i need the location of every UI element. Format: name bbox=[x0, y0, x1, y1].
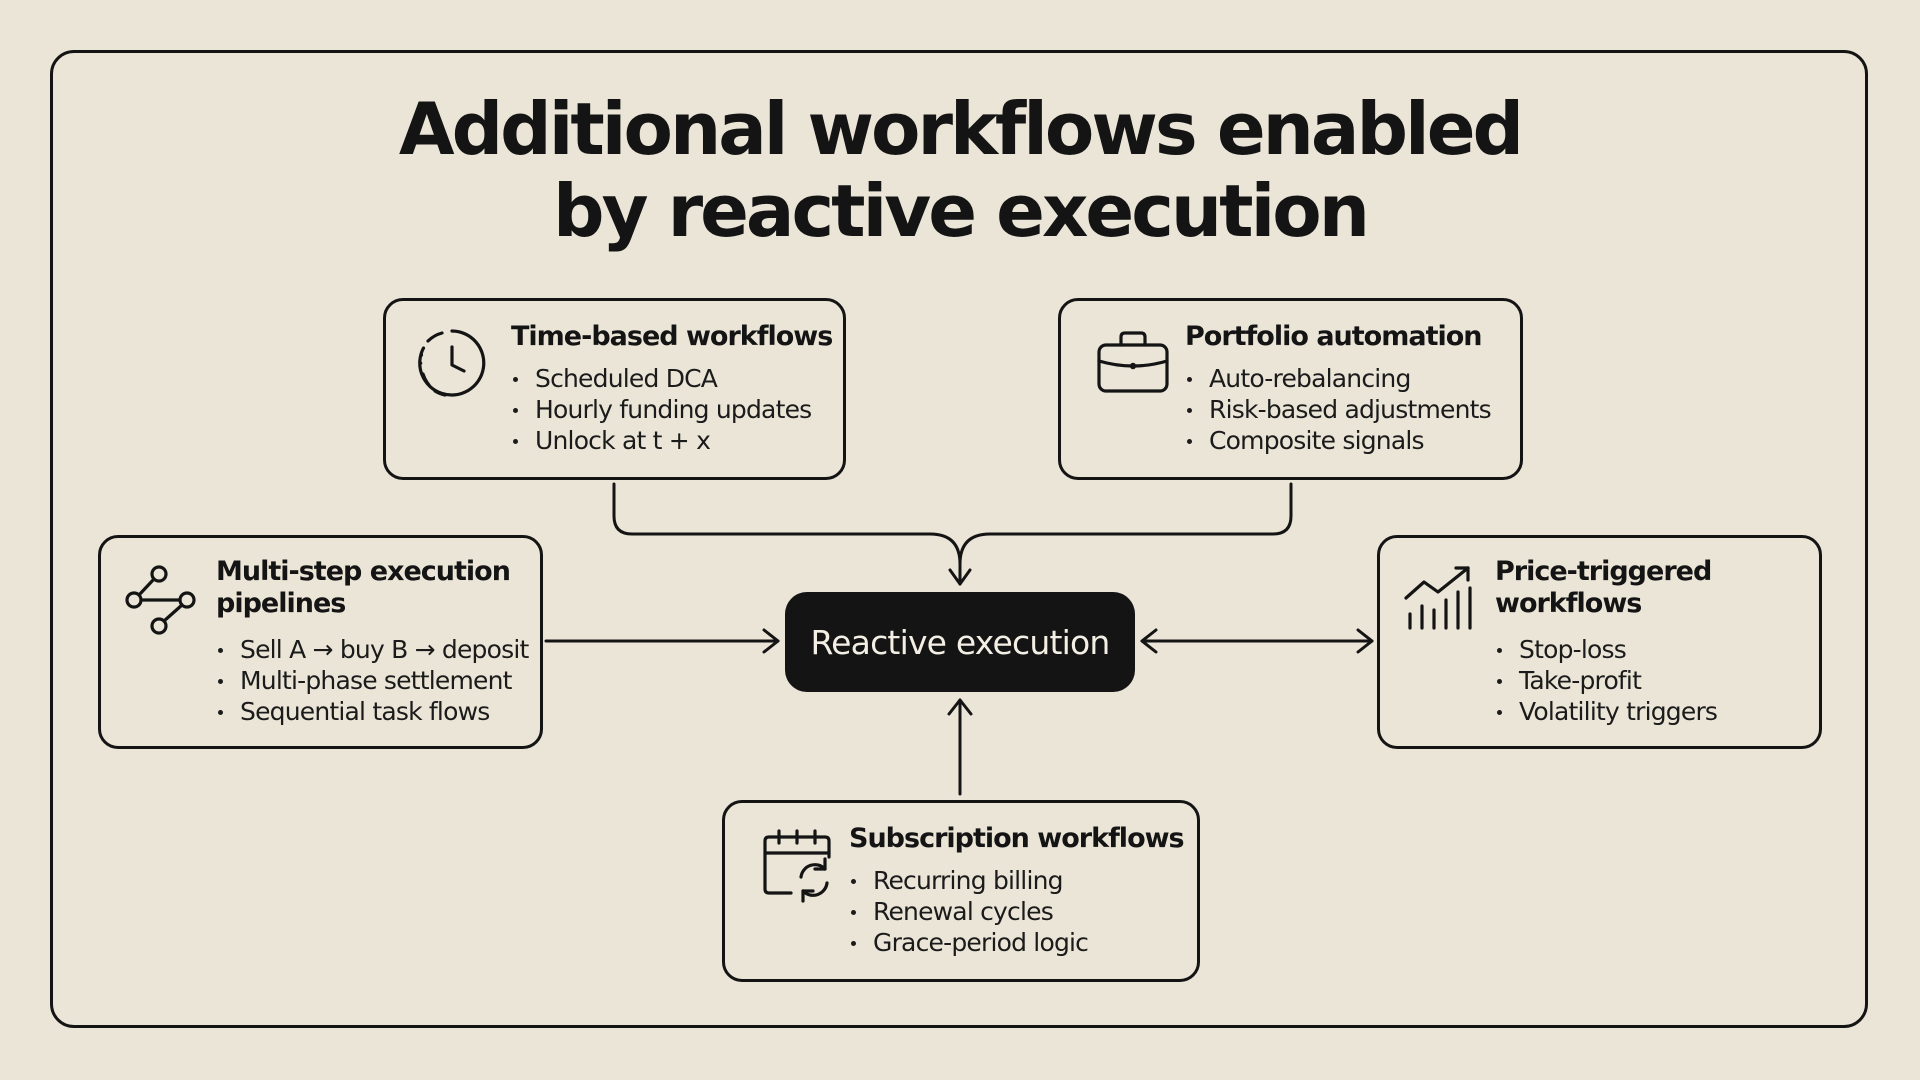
diagram-title: Additional workflows enabled by reactive… bbox=[0, 88, 1920, 252]
list-item: Unlock at t + x bbox=[511, 425, 811, 456]
title-line-1: Additional workflows enabled bbox=[398, 87, 1524, 171]
card-time-based: Time-based workflows Scheduled DCA Hourl… bbox=[383, 298, 846, 480]
card-title: Time-based workflows bbox=[511, 321, 833, 352]
list-item: Stop-loss bbox=[1495, 634, 1717, 665]
card-multi-step: Multi-step execution pipelines Sell A → … bbox=[98, 535, 543, 749]
list-item: Scheduled DCA bbox=[511, 363, 811, 394]
list-item: Auto-rebalancing bbox=[1185, 363, 1491, 394]
title-line-2: by reactive execution bbox=[553, 169, 1370, 253]
list-item: Risk-based adjustments bbox=[1185, 394, 1492, 425]
list-item: Take-profit bbox=[1495, 665, 1717, 696]
bullet-list: Recurring billing Renewal cycles Grace-p… bbox=[849, 865, 1089, 958]
list-item: Multi-phase settlement bbox=[216, 665, 528, 696]
reactive-execution-node: Reactive execution bbox=[785, 592, 1135, 692]
card-price-triggered: Price-triggered workflows Stop-loss Take… bbox=[1377, 535, 1822, 749]
card-portfolio-automation: Portfolio automation Auto-rebalancing Ri… bbox=[1058, 298, 1523, 480]
workflow-nodes-icon bbox=[123, 562, 199, 638]
bullet-list: Scheduled DCA Hourly funding updates Unl… bbox=[511, 363, 812, 456]
card-title: Price-triggered workflows bbox=[1495, 556, 1712, 620]
list-item: Composite signals bbox=[1185, 425, 1491, 456]
card-title-line-1: Price-triggered bbox=[1495, 556, 1712, 587]
list-item: Sequential task flows bbox=[216, 696, 528, 727]
list-item: Hourly funding updates bbox=[511, 394, 812, 425]
card-title-line-2: pipelines bbox=[216, 588, 346, 619]
bullet-list: Auto-rebalancing Risk-based adjustments … bbox=[1185, 363, 1492, 456]
bullet-list: Stop-loss Take-profit Volatility trigger… bbox=[1495, 634, 1718, 727]
calendar-refresh-icon bbox=[761, 827, 837, 903]
clock-icon bbox=[414, 325, 490, 401]
outer-frame bbox=[50, 50, 1868, 1028]
chart-trend-icon bbox=[1402, 562, 1478, 638]
list-item: Recurring billing bbox=[849, 865, 1088, 896]
card-title-line-1: Multi-step execution bbox=[216, 556, 511, 587]
card-title: Portfolio automation bbox=[1185, 321, 1482, 352]
list-item: Grace-period logic bbox=[849, 927, 1089, 958]
card-title-line-2: workflows bbox=[1495, 588, 1642, 619]
card-title: Subscription workflows bbox=[849, 823, 1185, 854]
card-subscription: Subscription workflows Recurring billing… bbox=[722, 800, 1200, 982]
card-title: Multi-step execution pipelines bbox=[216, 556, 511, 620]
bullet-list: Sell A → buy B → deposit Multi-phase set… bbox=[216, 634, 529, 727]
list-item: Renewal cycles bbox=[849, 896, 1088, 927]
briefcase-icon bbox=[1095, 325, 1171, 401]
list-item: Sell A → buy B → deposit bbox=[216, 634, 529, 665]
list-item: Volatility triggers bbox=[1495, 696, 1718, 727]
